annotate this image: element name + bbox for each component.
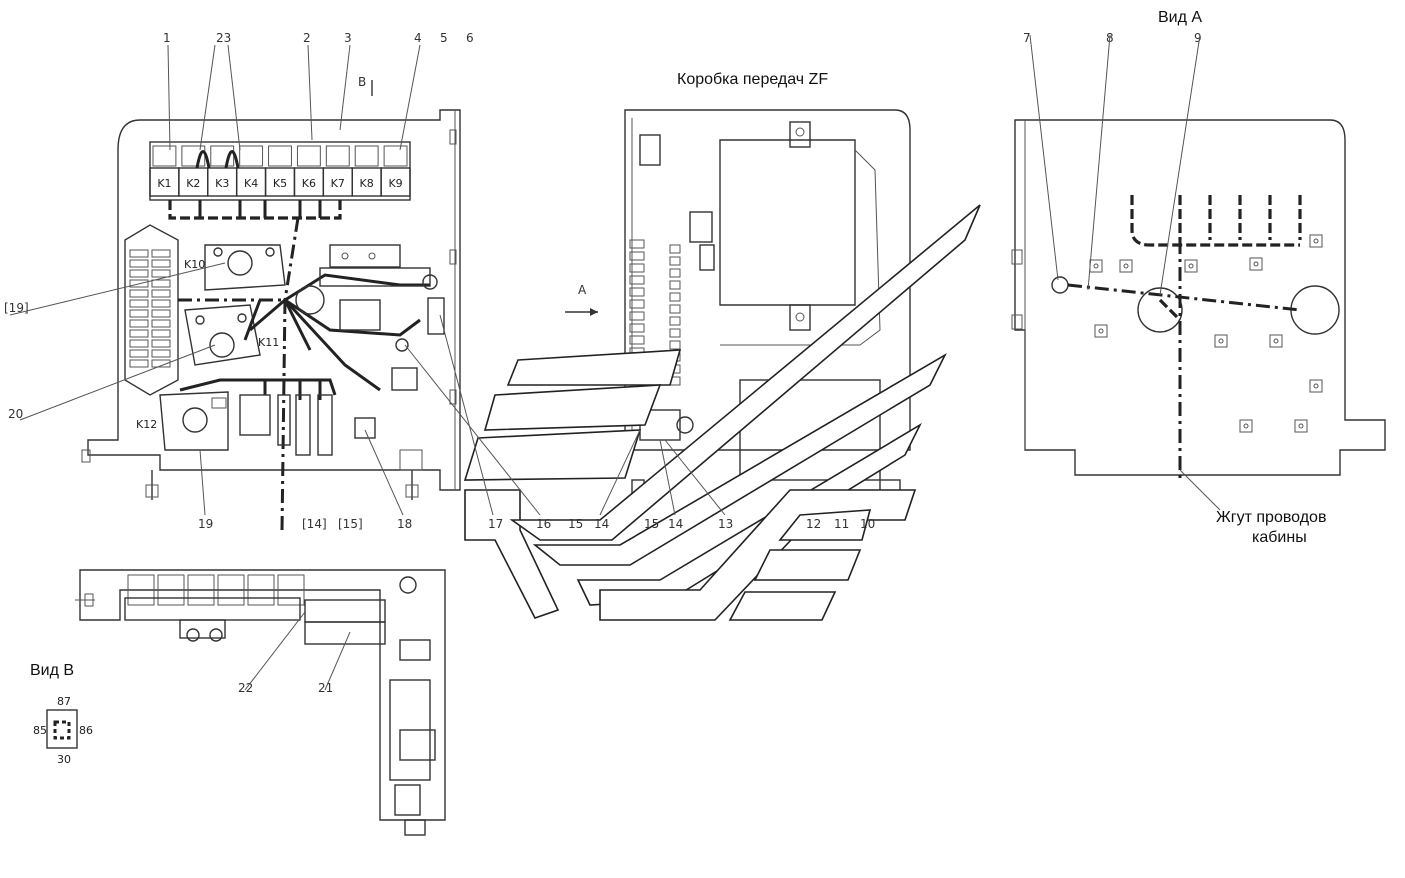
mount-bolt xyxy=(1214,334,1228,348)
relay-k1: K1 xyxy=(149,145,180,197)
relay-k6: K6 xyxy=(293,145,325,197)
relay-label-k1: K1 xyxy=(157,177,171,190)
mount-bolt xyxy=(1309,379,1323,393)
callout-c15b: [15] xyxy=(338,517,363,531)
callout-c7: 7 xyxy=(1023,31,1031,45)
mount-bolt xyxy=(1309,234,1323,248)
callout-c20: 20 xyxy=(8,407,23,421)
relay-k10: K10 xyxy=(184,244,286,291)
callout-c22: 22 xyxy=(238,681,253,695)
mount-bolt xyxy=(1294,419,1308,433)
relay-label-k8: K8 xyxy=(360,177,374,190)
relay-k10-label: K10 xyxy=(184,258,205,271)
mount-bolt xyxy=(1184,259,1198,273)
relay-label-k4: K4 xyxy=(244,177,258,190)
mount-bolt xyxy=(1119,259,1133,273)
panel-wiring xyxy=(178,244,445,531)
relay-k9: K9 xyxy=(380,145,411,197)
callout-c12: 12 xyxy=(806,517,821,531)
relay-k11: K11 xyxy=(184,304,279,366)
arrow-a-label: A xyxy=(578,283,587,297)
pin-85: 85 xyxy=(33,724,47,737)
callout-c14m: 14 xyxy=(668,517,683,531)
callout-c19b: [19] xyxy=(4,301,29,315)
mount-bolt xyxy=(1094,324,1108,338)
callout-c17: 17 xyxy=(488,517,503,531)
callout-c11: 11 xyxy=(834,517,849,531)
callout-c13: 13 xyxy=(718,517,733,531)
relay-label-k7: K7 xyxy=(331,177,345,190)
view-b-title: Вид B xyxy=(30,662,74,679)
arrow-b-label: B xyxy=(358,75,366,89)
callout-c16: 16 xyxy=(536,517,551,531)
relay-k3: K3 xyxy=(207,145,238,197)
pin-30: 30 xyxy=(57,753,71,766)
mount-bolt xyxy=(1269,334,1283,348)
relay-k8: K8 xyxy=(351,145,382,197)
callout-c3: 3 xyxy=(344,31,352,45)
leader-lines xyxy=(9,34,1221,691)
relay-label-k9: K9 xyxy=(388,177,402,190)
chevron-logo xyxy=(463,204,981,621)
callout-c14: 14 xyxy=(594,517,609,531)
callout-c14b: [14] xyxy=(302,517,327,531)
callout-c9: 9 xyxy=(1194,31,1202,45)
callout-c10: 10 xyxy=(860,517,875,531)
callout-c15m: 15 xyxy=(644,517,659,531)
callout-c2: 2 xyxy=(303,31,311,45)
mount-bolt xyxy=(1239,419,1253,433)
relay-label-k2: K2 xyxy=(186,177,200,190)
relay-k5: K5 xyxy=(264,145,296,197)
pin-87: 87 xyxy=(57,695,71,708)
callout-c18: 18 xyxy=(397,517,412,531)
main-panel xyxy=(81,109,461,500)
mount-bolt xyxy=(1089,259,1103,273)
callout-c4: 4 xyxy=(414,31,422,45)
callout-c6: 6 xyxy=(466,31,474,45)
arrow-a-head xyxy=(590,308,598,316)
callout-c15: 15 xyxy=(568,517,583,531)
connector-view-b: 87 85 86 30 xyxy=(33,695,93,766)
relay-label-k6: K6 xyxy=(302,177,316,190)
view-a-title: Вид А xyxy=(1158,9,1202,26)
relay-k12-label: K12 xyxy=(136,418,157,431)
relay-k7: K7 xyxy=(322,145,353,197)
relay-label-k5: K5 xyxy=(273,177,287,190)
callout-c1: 1 xyxy=(163,31,171,45)
relay-k2: K2 xyxy=(178,145,209,197)
harness-label-2: кабины xyxy=(1252,529,1307,546)
relay-k11-label: K11 xyxy=(258,336,279,349)
relay-row: K1 K2 K3 K4 K5 K6 K7 K8 K9 xyxy=(149,141,411,301)
pin-86: 86 xyxy=(79,724,93,737)
mount-bolt xyxy=(1249,257,1263,271)
callout-c5: 5 xyxy=(440,31,448,45)
side-view-bottom xyxy=(75,569,446,836)
callout-c23: 23 xyxy=(216,31,231,45)
callout-c19: 19 xyxy=(198,517,213,531)
view-a-panel xyxy=(1011,119,1386,480)
relay-k4: K4 xyxy=(235,145,267,197)
relay-k12: K12 xyxy=(136,391,229,451)
relay-label-k3: K3 xyxy=(215,177,229,190)
harness-label-1: Жгут проводов xyxy=(1216,509,1326,526)
gearbox-title: Коробка передач ZF xyxy=(677,71,828,88)
